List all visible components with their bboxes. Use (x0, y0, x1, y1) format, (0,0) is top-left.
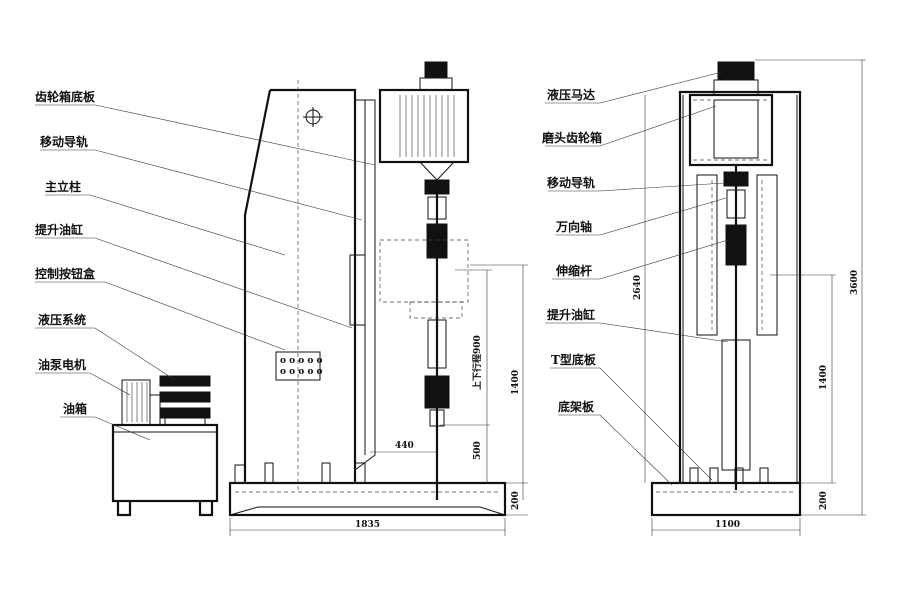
svg-text:o o o o o: o o o o o (280, 367, 323, 377)
dim-2640: 2640 (633, 275, 643, 300)
left-view: o o o o o o o o o o 183 (35, 61, 528, 536)
svg-text:o o o o o: o o o o o (280, 356, 323, 366)
main-column (234, 80, 376, 490)
dim-1400: 1400 (511, 370, 521, 395)
label-frame-plate: 底架板 (558, 399, 595, 414)
dim-200: 200 (511, 491, 521, 510)
right-base (650, 467, 802, 517)
pump-motor (121, 379, 161, 426)
gearbox (378, 61, 470, 181)
oil-tank (111, 423, 219, 517)
left-labels: 齿轮箱底板 移动导轨 主立柱 提升油缸 控制按钮盒 液压系统 油泵电机 油箱 (35, 89, 96, 416)
hydraulic-valves (159, 375, 211, 426)
lowered-position-outline (379, 239, 469, 319)
dim-1835: 1835 (355, 520, 380, 530)
label-t-base-plate: T型底板 (551, 352, 597, 367)
label-control-box: 控制按钮盒 (35, 266, 96, 281)
left-leaders (35, 104, 376, 441)
label-moving-guide-right: 移动导轨 (547, 175, 595, 190)
base-frame (228, 481, 507, 517)
right-view: 1100 2640 3600 1400 200 (545, 59, 866, 536)
right-labels: 液压马达 磨头齿轮箱 移动导轨 万向轴 伸缩杆 提升油缸 T型底板 底架板 (541, 87, 602, 414)
dim-500: 500 (473, 441, 483, 460)
label-oil-tank: 油箱 (63, 401, 87, 416)
dim-200-right: 200 (819, 491, 829, 510)
label-universal-shaft: 万向轴 (555, 219, 592, 234)
label-grinding-head-gearbox: 磨头齿轮箱 (541, 130, 602, 145)
dim-3600: 3600 (850, 270, 860, 295)
right-gearbox (688, 61, 774, 167)
right-dimensions: 1100 2640 3600 1400 200 (633, 59, 866, 536)
right-shaft (721, 165, 751, 490)
right-column (678, 90, 802, 483)
dim-1100: 1100 (715, 520, 740, 530)
label-gearbox-base-plate: 齿轮箱底板 (35, 89, 96, 104)
dim-1400-right: 1400 (819, 365, 829, 390)
label-hydraulic-motor: 液压马达 (547, 87, 595, 102)
label-lift-cylinder-right: 提升油缸 (547, 307, 595, 322)
dim-440: 440 (395, 441, 414, 451)
right-leaders (545, 71, 729, 486)
label-main-column: 主立柱 (45, 179, 81, 194)
control-button-box: o o o o o o o o o o (275, 351, 323, 381)
dim-stroke-900: 上下行程900 (471, 335, 483, 390)
label-hydraulic-system: 液压系统 (38, 312, 86, 327)
label-pump-motor: 油泵电机 (38, 357, 86, 372)
universal-shaft (424, 179, 450, 500)
label-lift-cylinder: 提升油缸 (35, 222, 83, 237)
label-moving-guide: 移动导轨 (40, 134, 88, 149)
left-dimensions: 1835 440 500 上下行程900 1400 200 (229, 264, 528, 536)
label-telescopic-rod: 伸缩杆 (555, 263, 592, 278)
